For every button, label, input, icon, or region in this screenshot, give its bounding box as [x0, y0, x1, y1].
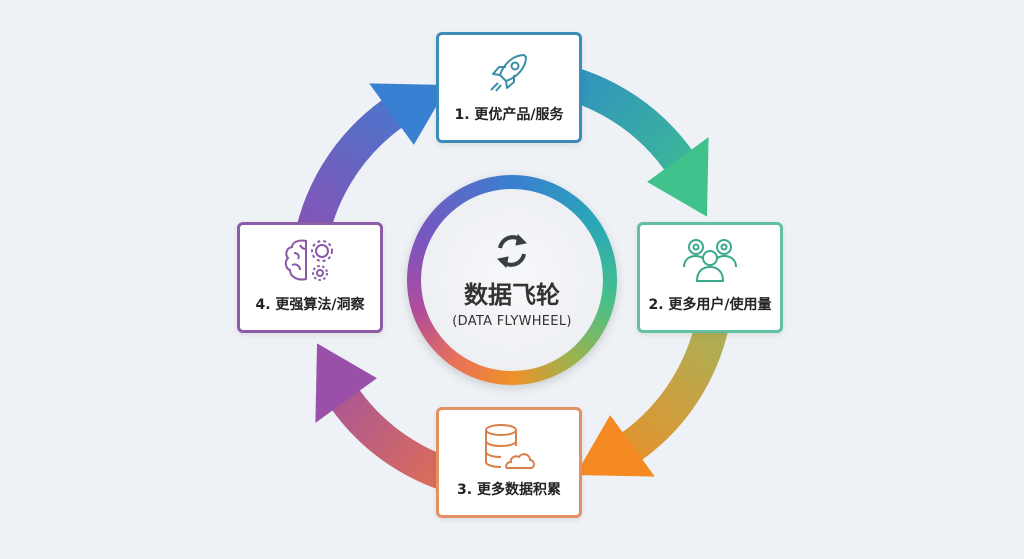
hub-center: 数据飞轮 (DATA FLYWHEEL) [421, 189, 603, 371]
arrow-1-head [647, 137, 709, 217]
users-icon [683, 239, 737, 282]
rocket-icon [490, 54, 527, 92]
hub-title: 数据飞轮 [464, 281, 560, 309]
database-cloud-icon [485, 424, 535, 469]
step-3-box: 3. 更多数据积累 [436, 407, 582, 518]
arrow-4-head [369, 83, 449, 145]
step-4-box: 4. 更强算法/洞察 [237, 222, 383, 333]
step-2-label: 2. 更多用户/使用量 [648, 297, 772, 313]
arrow-2-head [575, 415, 655, 477]
step-2-box: 2. 更多用户/使用量 [637, 222, 783, 333]
step-1-label: 1. 更优产品/服务 [454, 107, 564, 123]
step-4-label: 4. 更强算法/洞察 [255, 297, 365, 313]
sync-icon [496, 233, 528, 269]
arrow-3-head [315, 343, 377, 423]
flywheel-hub: 数据飞轮 (DATA FLYWHEEL) [407, 175, 617, 385]
step-1-box: 1. 更优产品/服务 [436, 32, 582, 143]
hub-subtitle: (DATA FLYWHEEL) [452, 314, 572, 329]
brain-gears-icon [284, 239, 333, 281]
step-3-label: 3. 更多数据积累 [457, 482, 561, 498]
